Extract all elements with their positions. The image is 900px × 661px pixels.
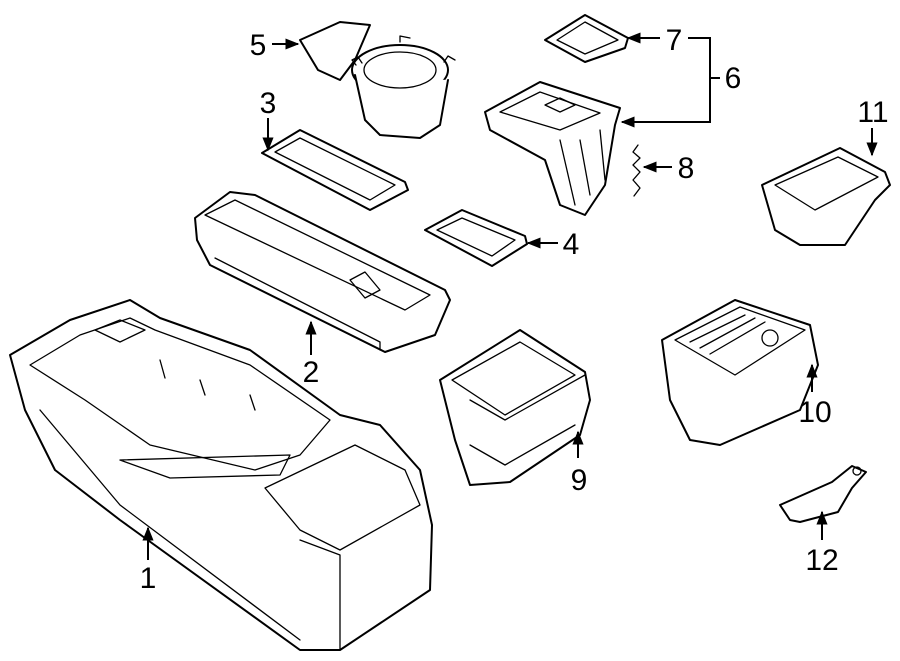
spring-strip-part [632, 144, 641, 197]
callout-5: 5 [250, 29, 267, 62]
callout-11: 11 [857, 96, 888, 129]
callout-7: 7 [666, 24, 683, 57]
front-insert-part [761, 147, 891, 246]
storage-tray-part [194, 191, 451, 353]
leader-lines [142, 32, 878, 560]
callout-12: 12 [805, 544, 838, 577]
callout-8: 8 [678, 152, 695, 185]
console-insert-part [484, 81, 621, 216]
tray-mat-part [261, 129, 409, 211]
small-mat-part [424, 209, 528, 267]
leader-6-bracket [620, 37, 711, 128]
callout-3: 3 [260, 87, 277, 120]
cup-holder-part [299, 21, 456, 139]
insert-lid-part [544, 14, 629, 63]
rear-cup-holder-part [439, 329, 591, 486]
rear-housing-part [661, 299, 819, 446]
callout-2: 2 [303, 356, 320, 389]
callout-labels: 1 2 3 4 5 6 7 8 9 10 11 12 [140, 24, 889, 595]
callout-1: 1 [140, 562, 157, 595]
console-base-part [9, 299, 433, 651]
callout-4: 4 [563, 228, 580, 261]
callout-10: 10 [798, 396, 831, 429]
callout-9: 9 [571, 464, 588, 497]
callout-6: 6 [725, 62, 742, 95]
bracket-part [779, 465, 867, 523]
